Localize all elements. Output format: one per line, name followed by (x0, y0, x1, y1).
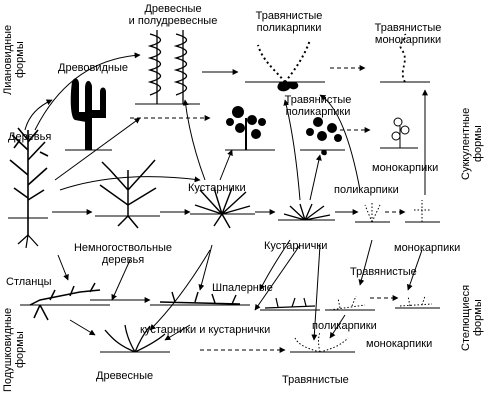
plant-creeping-monocarpic (399, 295, 433, 307)
label-shrubs: Кустарники (188, 182, 246, 194)
label-monocarpic-low: монокарпики (366, 338, 433, 350)
arrow-dwarf-to-herbaceous-low (311, 244, 321, 341)
arrow-espalier-to-cushion (164, 324, 191, 341)
arrow-shrubs-to-espalier (198, 244, 213, 291)
arrow-dwarf-to-herb-lianas (283, 99, 301, 201)
arrow-shrubs-to-cushion (149, 249, 211, 331)
label-polycarpic-low: поликарпики (312, 320, 377, 332)
plant-woody-liana (147, 30, 188, 104)
arrow-creeping-to-herb-cushion (329, 314, 346, 339)
plant-herb-monocarpic-succulent (391, 117, 410, 148)
arrow-polycarpic-to-creeping (358, 239, 373, 286)
plant-treelike (70, 78, 106, 150)
arrow-monocarpic-to-creeping (406, 249, 423, 291)
plant-cushion-woody (104, 324, 166, 353)
label-dwarf-shrubs: Кустарнички (264, 240, 328, 252)
arrow-trees-to-succulent (54, 117, 141, 181)
arrow-dwarf-to-espalier (259, 239, 291, 291)
arrow-shrubs-to-succulent (219, 149, 233, 181)
plant-creeping-polycarpic (329, 295, 366, 311)
plant-herb-monocarpic (414, 200, 430, 222)
arrow-dwarf-to-succulent (309, 154, 322, 201)
label-herbaceous-right: Травянистые (350, 266, 417, 278)
arrow-trees-to-elfin (57, 254, 69, 281)
arrow-polycarpic-up (319, 94, 361, 191)
arrow-shrubs-to-lianas (182, 99, 206, 181)
arrows (24, 52, 428, 353)
arrow-dwarf-to-cushion (254, 244, 301, 311)
plant-herb-monocarpic-liana (399, 33, 407, 83)
plant-shrub (194, 187, 251, 229)
plant-herb-polycarpic-liana (257, 39, 311, 92)
label-woody-low: Древесные (96, 370, 154, 382)
label-trees: Деревья (8, 131, 52, 143)
arrow-trees-to-treelike (24, 99, 53, 131)
plant-herb-polycarpic-succulent (306, 117, 342, 156)
plant-elfin (29, 282, 101, 321)
plant-tree (9, 127, 49, 249)
plant-cushion-herb (294, 331, 349, 353)
label-monocarpic-mid: монокарпики (372, 162, 439, 174)
plant-espalier-woody (159, 291, 241, 305)
plant-woody-succulent (226, 106, 266, 150)
label-polycarpic-mid: поликарпики (334, 184, 399, 196)
plant-herb-polycarpic (364, 202, 381, 223)
label-herbaceous-low: Травянистые (282, 374, 349, 386)
label-shrubs-and-dwarf: кустарники и кустарнички (140, 324, 271, 336)
label-elfin: Стланцы (6, 276, 52, 288)
plant-espalier-dwarf (264, 297, 316, 309)
plant-dwarf-shrub (283, 203, 331, 221)
arrow-few-stemmed-to-espalier (111, 259, 131, 301)
label-espalier: Шпалерные (212, 282, 273, 294)
arrow-trees-to-lianas (34, 52, 141, 131)
label-treelike: Древовидные (58, 62, 129, 74)
arrow-elfin-to-cushion (69, 319, 96, 336)
plant-few-stemmed-tree (99, 159, 157, 229)
label-monocarpic-right: монокарпики (394, 242, 461, 254)
arrow-trees-to-shrubs (59, 176, 201, 191)
